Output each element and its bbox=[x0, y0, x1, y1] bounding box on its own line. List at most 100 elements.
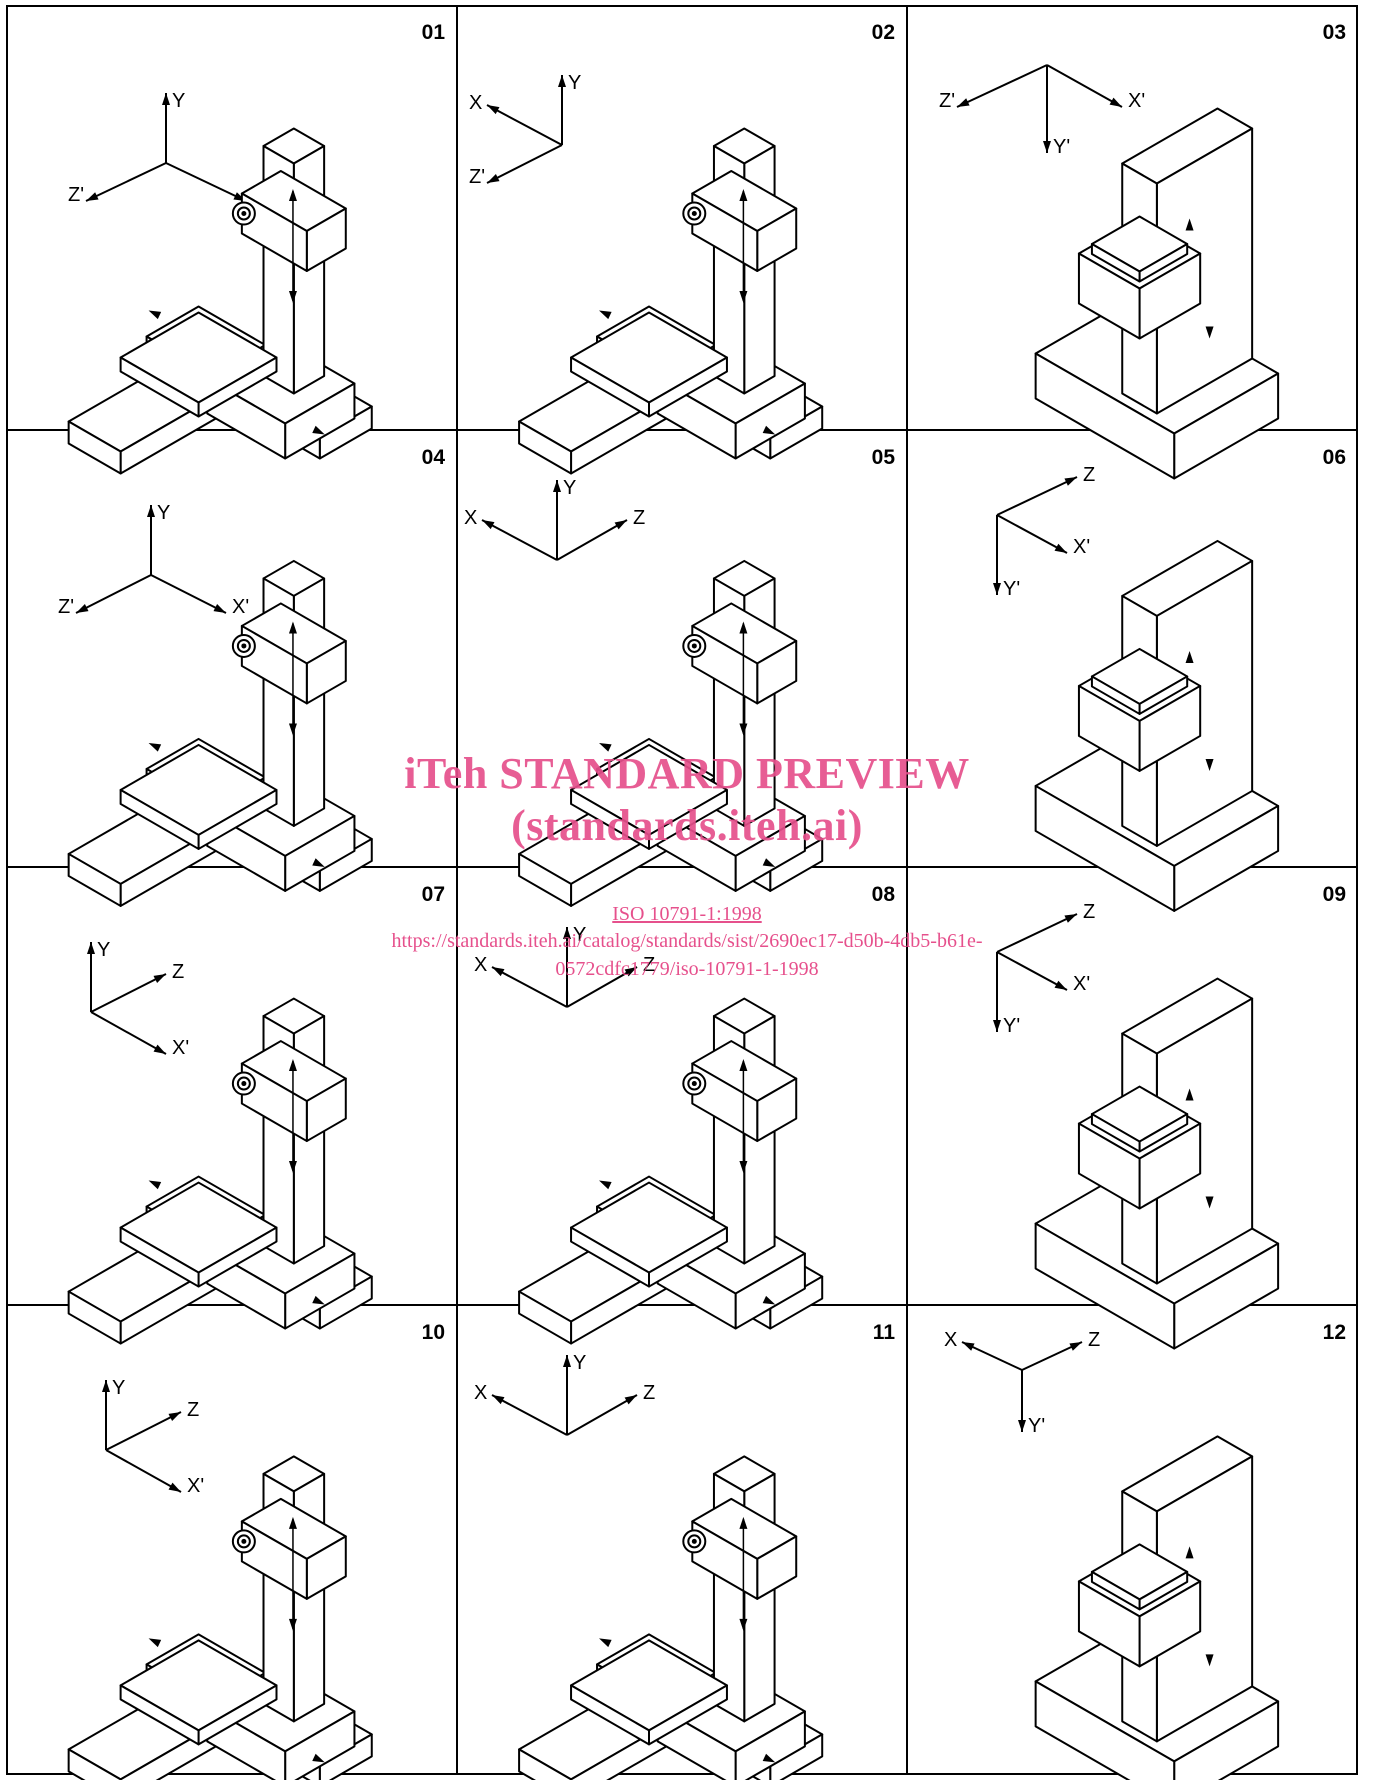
axis-0 bbox=[996, 476, 1078, 516]
axis-2 bbox=[90, 1011, 167, 1055]
motion-arrow bbox=[1185, 1088, 1194, 1101]
bed-front bbox=[1034, 352, 1176, 480]
spindle-center bbox=[691, 211, 697, 216]
axis-1 bbox=[75, 574, 152, 614]
table-front bbox=[1090, 675, 1141, 715]
axis-0-head bbox=[492, 1395, 505, 1405]
figure-number: 08 bbox=[871, 883, 895, 906]
axis-1 bbox=[85, 162, 167, 202]
axis-2-head bbox=[153, 1044, 166, 1054]
motion-arrow bbox=[739, 1161, 748, 1174]
motion-arrow bbox=[288, 1161, 297, 1174]
watermark-url-line-1[interactable]: https://standards.iteh.ai/catalog/standa… bbox=[391, 930, 983, 952]
spindle-center bbox=[691, 1538, 697, 1544]
figure-number: 12 bbox=[1322, 1321, 1346, 1344]
axis-0 bbox=[956, 64, 1048, 108]
machine-illustration: Z'X'Y' bbox=[939, 64, 1280, 480]
machine-illustration: ZX'Y' bbox=[993, 901, 1280, 1350]
watermark-url-line-2[interactable]: 0572cdfc1779/iso-10791-1-1998 bbox=[555, 958, 819, 980]
figure-grid: YZ'X'01YXZ'02Z'X'Y'03YZ'X'04XYZ05ZX'Y'06… bbox=[6, 5, 1358, 1780]
axis-1-head bbox=[1109, 97, 1122, 107]
motion-arrow bbox=[739, 621, 748, 634]
axis-0-head bbox=[558, 75, 566, 87]
figure-number: 05 bbox=[871, 446, 895, 469]
watermark-standard-link[interactable]: ISO 10791-1:1998 bbox=[0, 903, 1374, 926]
machine-illustration: YZ'X' bbox=[58, 502, 373, 907]
axis-1-head bbox=[563, 1355, 571, 1367]
axis-label: Z bbox=[1088, 1329, 1100, 1351]
axis-2-head bbox=[168, 1482, 181, 1492]
axis-2-head bbox=[993, 583, 1001, 595]
machine-illustration: YZX' bbox=[67, 939, 373, 1345]
motion-arrow bbox=[739, 1618, 748, 1631]
worktable-front bbox=[570, 788, 650, 850]
axis-label: X bbox=[464, 507, 477, 529]
figure-number: 07 bbox=[421, 883, 445, 906]
axis-0-head bbox=[162, 93, 170, 105]
axis-label: X' bbox=[1073, 536, 1090, 558]
motion-arrow bbox=[739, 723, 748, 736]
axis-label: X bbox=[944, 1329, 957, 1351]
motion-arrow bbox=[739, 1059, 748, 1072]
axis-label: Y' bbox=[1003, 1015, 1020, 1037]
motion-arrow bbox=[1205, 1654, 1214, 1667]
motion-arrow bbox=[762, 425, 776, 435]
rail-z-front bbox=[67, 852, 122, 907]
axis-1-head bbox=[168, 1412, 181, 1421]
axis-2-head bbox=[487, 174, 500, 183]
motion-arrow bbox=[762, 1295, 776, 1305]
axis-label: Z' bbox=[939, 90, 955, 112]
spindle-center bbox=[241, 1081, 247, 1087]
axis-label: Z bbox=[643, 954, 655, 976]
axis-2 bbox=[165, 162, 247, 202]
worktable-front bbox=[570, 1226, 650, 1288]
axis-0-head bbox=[147, 505, 155, 517]
axis-1 bbox=[1046, 64, 1123, 108]
axis-0-head bbox=[482, 520, 495, 530]
motion-arrow bbox=[288, 1618, 297, 1631]
standard-number[interactable]: ISO 10791-1:1998 bbox=[612, 903, 762, 925]
worktable-front bbox=[570, 356, 650, 418]
motion-arrow bbox=[312, 1753, 325, 1763]
axis-label: Y' bbox=[1003, 578, 1020, 600]
axis-2 bbox=[566, 1394, 638, 1436]
machine-illustration: YZ'X' bbox=[67, 90, 373, 475]
axis-1 bbox=[105, 1411, 182, 1451]
axis-label: Y' bbox=[1053, 136, 1070, 158]
motion-arrow bbox=[739, 189, 748, 201]
axis-label: X bbox=[469, 92, 482, 114]
table-front bbox=[1090, 1113, 1141, 1153]
axis-1-head bbox=[487, 105, 500, 115]
axis-label: Z bbox=[633, 507, 645, 529]
head-front bbox=[1077, 1122, 1141, 1210]
axis-0-head bbox=[957, 98, 970, 107]
axis-0 bbox=[491, 1394, 568, 1436]
motion-arrow bbox=[148, 1638, 162, 1648]
axis-label: Y bbox=[97, 939, 110, 961]
axis-0 bbox=[491, 966, 568, 1008]
axis-2-head bbox=[993, 1020, 1001, 1032]
axis-0-head bbox=[102, 1380, 110, 1392]
figure-number: 06 bbox=[1322, 446, 1346, 469]
table-front bbox=[1090, 1570, 1141, 1611]
axis-label: Y bbox=[573, 924, 586, 946]
axis-1 bbox=[90, 973, 167, 1013]
motion-arrow bbox=[1185, 218, 1194, 231]
axis-label: X' bbox=[232, 596, 249, 618]
figure-number: 03 bbox=[1322, 21, 1346, 44]
worktable-front bbox=[119, 788, 200, 850]
figure-number: 02 bbox=[871, 21, 895, 44]
axis-0-head bbox=[962, 1342, 975, 1351]
axis-0-head bbox=[492, 967, 505, 977]
axis-1-head bbox=[553, 480, 561, 492]
figure-cell-03: Z'X'Y' 03 bbox=[907, 5, 1358, 480]
axis-label: Y bbox=[172, 90, 185, 112]
axis-2-head bbox=[213, 604, 226, 613]
axis-1-head bbox=[1069, 1342, 1082, 1351]
motion-arrow bbox=[148, 310, 162, 320]
rail-z-front bbox=[67, 1748, 122, 1780]
